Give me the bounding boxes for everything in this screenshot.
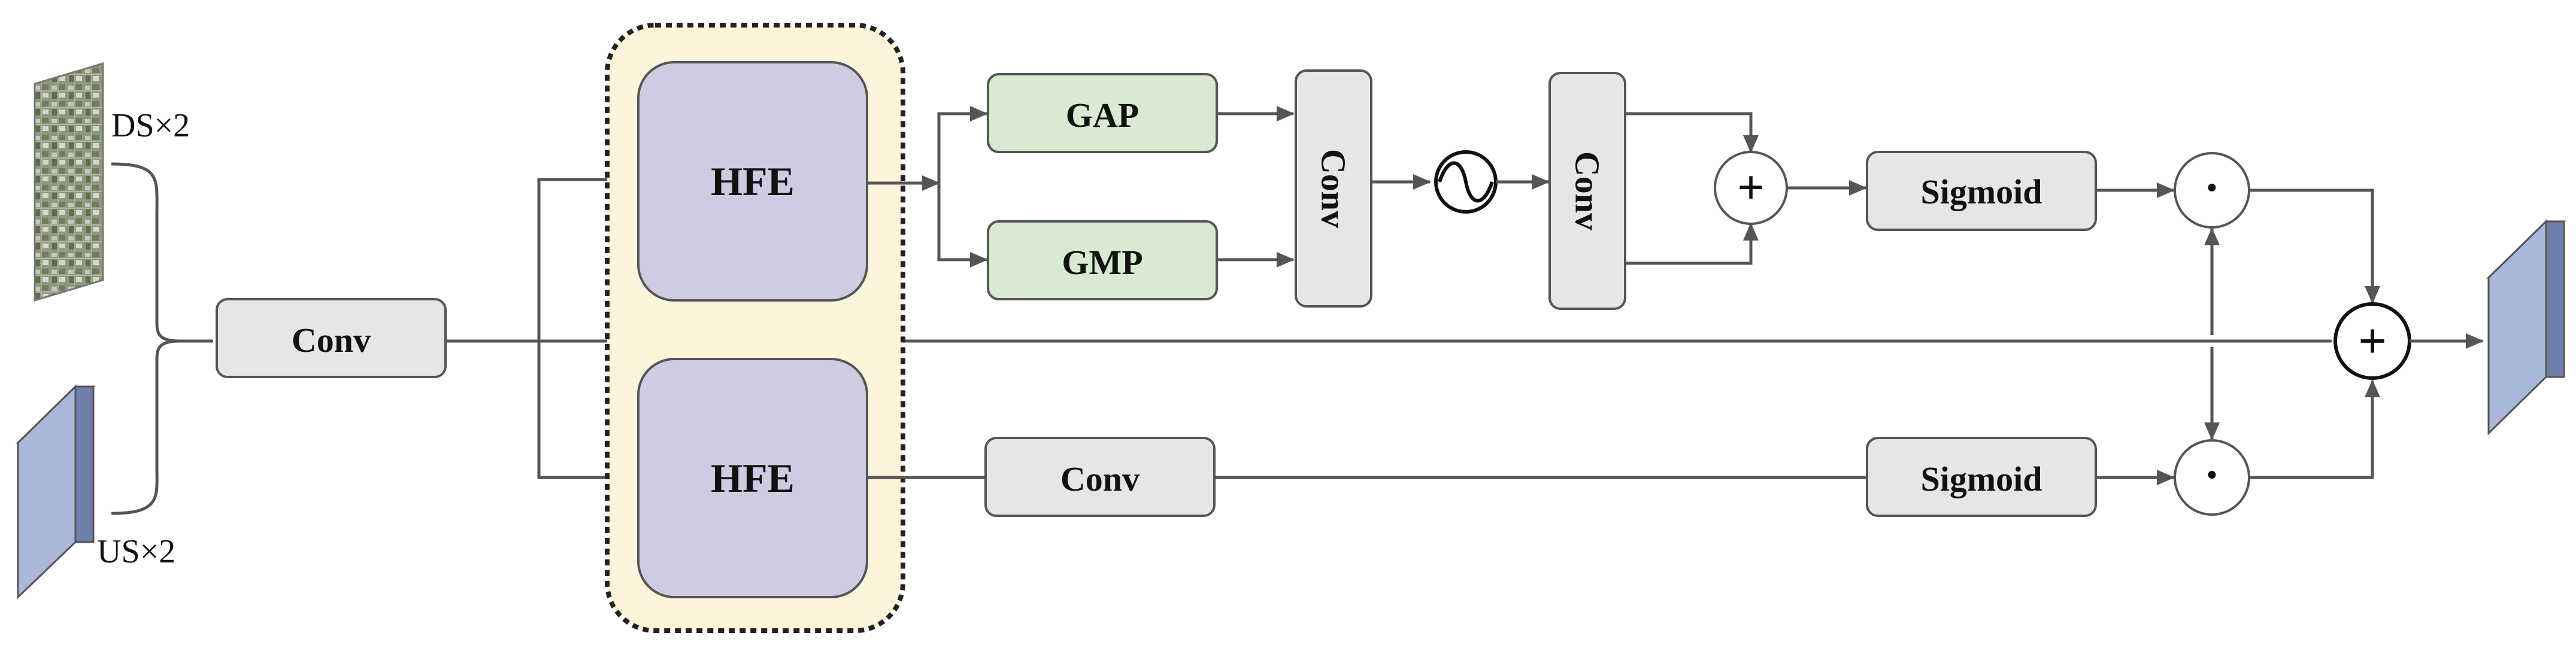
sigmoid-bottom-label: Sigmoid: [1920, 460, 2042, 498]
conv-vertical-1-block: Conv: [1295, 69, 1372, 308]
sigmoid-top-label: Sigmoid: [1920, 172, 2042, 211]
output-feature-map: [2486, 219, 2566, 436]
hfe-top-block: HFE: [637, 61, 868, 302]
hfe-bottom-label: HFE: [711, 455, 795, 501]
sigmoid-bottom-block: Sigmoid: [1866, 437, 2097, 517]
hfe-top-label: HFE: [711, 159, 795, 204]
pool-split-line: [937, 112, 988, 261]
conv-lower-block: Conv: [984, 437, 1216, 517]
hfe-bottom-block: HFE: [637, 358, 868, 598]
multiply-node-bottom-symbol: ·: [2204, 449, 2220, 501]
gmp-block: GMP: [987, 220, 1218, 300]
ds-label: DS×2: [111, 107, 190, 144]
conv-lower-label: Conv: [1060, 460, 1139, 498]
us-label: US×2: [97, 533, 175, 570]
multiply-node-top-symbol: ·: [2204, 162, 2220, 214]
add-node-top: +: [1714, 151, 1788, 225]
us-input-feature-map: [16, 384, 96, 600]
gap-block: GAP: [987, 73, 1218, 153]
add-node-top-symbol: +: [1737, 162, 1765, 214]
input-merge-connector: [111, 162, 213, 515]
gmp-label: GMP: [1062, 243, 1142, 282]
conv-vertical-2-block: Conv: [1548, 72, 1626, 310]
add-node-final-symbol: +: [2358, 314, 2387, 369]
add-node-final: +: [2333, 302, 2411, 380]
multiply-node-bottom: ·: [2174, 439, 2250, 516]
conv-vertical-1-label: Conv: [1314, 149, 1353, 228]
conv-input-label: Conv: [292, 321, 371, 360]
gap-label: GAP: [1066, 96, 1139, 135]
activation-icon: [1434, 150, 1498, 214]
conv-vertical-2-label: Conv: [1568, 151, 1607, 230]
multiply-node-top: ·: [2174, 152, 2250, 229]
conv-input-block: Conv: [216, 298, 447, 378]
ds-input-image: [34, 62, 104, 302]
sigmoid-top-block: Sigmoid: [1866, 151, 2097, 231]
